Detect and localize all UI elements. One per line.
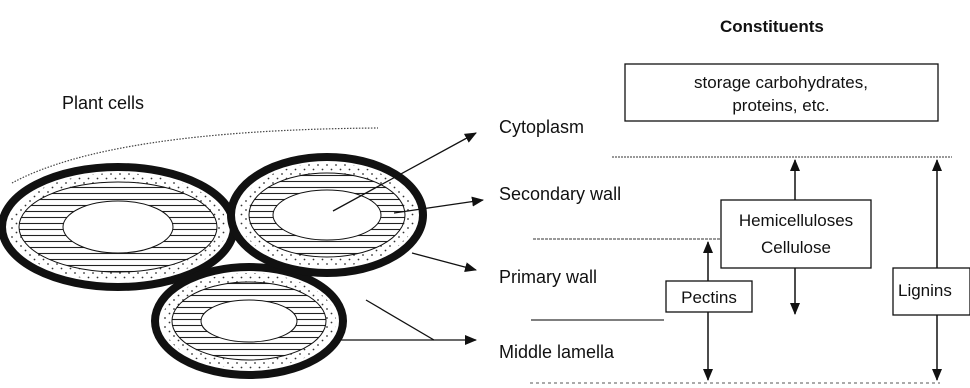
primary-wall-arrow xyxy=(412,253,476,270)
primary-wall-label: Primary wall xyxy=(499,267,597,287)
constituents-heading: Constituents xyxy=(720,17,824,36)
middle-lamella-arrow xyxy=(366,300,476,340)
storage-box-line1: storage carbohydrates, xyxy=(694,73,868,92)
cytoplasm-label: Cytoplasm xyxy=(499,117,584,137)
lignins-label: Lignins xyxy=(898,281,952,300)
plant-cell-left xyxy=(2,167,234,287)
plant-cell-right xyxy=(231,157,423,273)
storage-box-line2: proteins, etc. xyxy=(732,96,829,115)
cellulose-label: Cellulose xyxy=(761,238,831,257)
plant-cell-bottom xyxy=(155,267,343,375)
hemicellulose-label: Hemicelluloses xyxy=(739,211,853,230)
plant-cells-label: Plant cells xyxy=(62,93,144,113)
pectins-label: Pectins xyxy=(681,288,737,307)
secondary-wall-label: Secondary wall xyxy=(499,184,621,204)
middle-lamella-label: Middle lamella xyxy=(499,342,615,362)
